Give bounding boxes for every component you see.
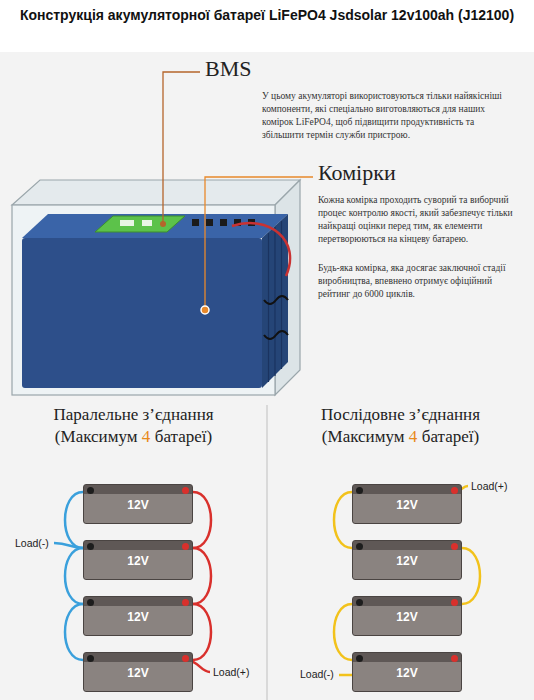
voltage-label: 12V (84, 666, 192, 680)
terminal-negative (87, 487, 94, 494)
lid-port (206, 219, 213, 226)
description: Кожна комірка проходить суворий та вибор… (318, 194, 518, 246)
heading: BMS (205, 56, 251, 82)
cells-top (22, 214, 288, 238)
cells-leader (205, 177, 313, 306)
battery-wire (334, 604, 352, 660)
leader-dot (160, 221, 166, 227)
cell-divider (268, 233, 269, 382)
terminal-positive (451, 487, 458, 494)
voltage-label: 12V (84, 610, 192, 624)
cells-front (22, 238, 262, 388)
terminal-negative (356, 655, 363, 662)
terminal-negative (356, 543, 363, 550)
load-label: Load(+) (470, 480, 508, 493)
panel-heading: Послідовне з’єднання(Максимум4батареї) (267, 404, 534, 448)
lid-port (220, 219, 227, 226)
battery-wire (462, 548, 480, 604)
voltage-label: 12V (353, 666, 461, 680)
max-count: 4 (409, 426, 418, 448)
panel-subtitle: (Максимум4батареї) (267, 426, 534, 448)
panel-heading: Паралельне з’єднання(Максимум4батареї) (0, 404, 267, 448)
lid-port (192, 219, 199, 226)
battery: 12V (352, 652, 462, 692)
battery: 12V (352, 596, 462, 636)
panel-subtitle-part: батареї) (422, 426, 479, 448)
cell-divider (281, 221, 282, 369)
battery: 12V (83, 652, 193, 692)
battery-wire (193, 492, 211, 548)
terminal-positive (451, 599, 458, 606)
heading: Комірки (318, 160, 396, 186)
terminal-negative (87, 543, 94, 550)
battery-wire (334, 492, 352, 548)
background (0, 52, 534, 700)
terminal-positive (182, 543, 189, 550)
battery: 12V (352, 484, 462, 524)
battery-wire (65, 548, 83, 604)
battery-wire (65, 492, 83, 548)
terminal-positive (182, 655, 189, 662)
panel-title: Послідовне з’єднання (267, 404, 534, 426)
terminal-negative (87, 655, 94, 662)
voltage-label: 12V (84, 554, 192, 568)
voltage-label: 12V (353, 554, 461, 568)
description: Будь-яка комірка, яка досягає заключної … (318, 262, 518, 301)
divider (266, 405, 267, 700)
bms-chip (142, 220, 152, 226)
panel-title: Паралельне з’єднання (0, 404, 267, 426)
title: Конструкція акумуляторної батареї LiFePO… (8, 6, 526, 24)
bms-leader (163, 72, 200, 224)
panel-subtitle-part: (Максимум (55, 426, 138, 448)
terminal-positive (182, 487, 189, 494)
battery-wire (193, 604, 211, 660)
description: У цьому акумуляторі використовуються тіл… (262, 90, 507, 142)
panel-subtitle: (Максимум4батареї) (0, 426, 267, 448)
bms-board (95, 216, 185, 232)
load-label: Load(-) (299, 668, 335, 681)
battery: 12V (83, 540, 193, 580)
battery-wire (65, 604, 83, 660)
terminal-negative (356, 599, 363, 606)
max-count: 4 (142, 426, 151, 448)
load-wire (339, 674, 352, 677)
terminal-positive (451, 543, 458, 550)
terminal-negative (356, 487, 363, 494)
voltage-label: 12V (353, 610, 461, 624)
black-cable (264, 296, 288, 339)
voltage-label: 12V (353, 498, 461, 512)
terminal-positive (182, 599, 189, 606)
load-label: Load(+) (212, 666, 250, 679)
red-cable (232, 223, 290, 276)
case-lid (12, 180, 300, 205)
voltage-label: 12V (84, 498, 192, 512)
bms-chip (120, 220, 134, 226)
panel-subtitle-part: батареї) (155, 426, 212, 448)
leader-dot (201, 306, 209, 314)
battery: 12V (83, 596, 193, 636)
terminal-positive (451, 655, 458, 662)
battery: 12V (352, 540, 462, 580)
battery: 12V (83, 484, 193, 524)
terminal-negative (87, 599, 94, 606)
load-label: Load(-) (14, 537, 50, 550)
panel-subtitle-part: (Максимум (322, 426, 405, 448)
battery-wire (193, 548, 211, 604)
